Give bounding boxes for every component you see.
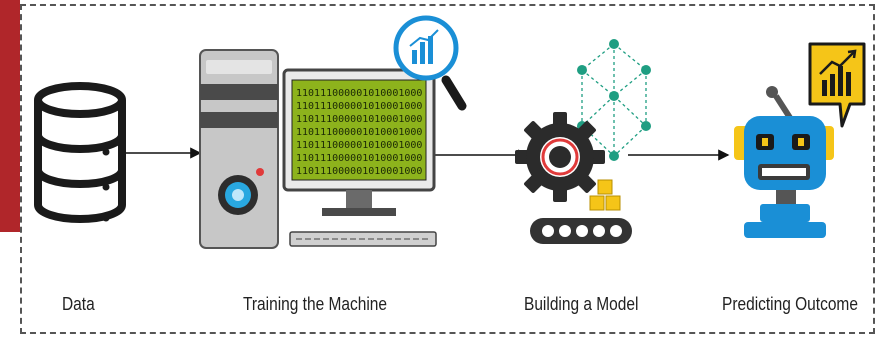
binary-line: 110111000001010001000 (296, 101, 422, 112)
blocks-icon (589, 179, 621, 211)
database-icon (34, 82, 126, 223)
monitor-icon (282, 68, 437, 247)
network-nodes (577, 39, 651, 161)
network-graph-icon (581, 43, 647, 157)
binary-line: 110111000001010001000 (296, 140, 422, 151)
binary-line: 110111000001010001000 (296, 153, 422, 164)
binary-line: 110111000001010001000 (296, 127, 422, 138)
binary-line: 110111000001010001000 (296, 166, 422, 177)
gear-icon (515, 112, 605, 202)
step-label-prediction: Predicting Outcome (722, 294, 858, 314)
conveyor-belt-icon (530, 218, 632, 244)
binary-line: 110111000001010001000 (296, 88, 422, 99)
magnifier-chart-icon (393, 15, 467, 111)
binary-code-display: 110111000001010001000 110111000001010001… (296, 88, 422, 177)
speech-bubble-chart-icon (808, 42, 866, 128)
step-label-model: Building a Model (524, 294, 639, 314)
step-label-training: Training the Machine (243, 294, 387, 314)
accent-bar (0, 0, 20, 232)
diagram-frame (20, 4, 875, 334)
step-label-data: Data (62, 294, 95, 314)
binary-line: 110111000001010001000 (296, 114, 422, 125)
computer-tower-icon (199, 49, 279, 249)
robot-icon (734, 86, 834, 238)
